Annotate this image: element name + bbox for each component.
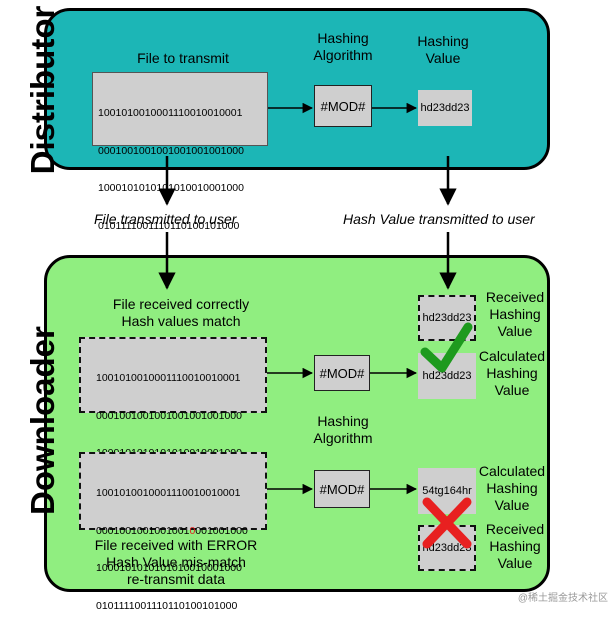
algorithm-box-error: #MOD# [314, 470, 370, 508]
bit-line: 1001010010001110010010001 [96, 487, 241, 499]
connector-overlay [158, 102, 473, 549]
file-box [92, 72, 268, 146]
cross-icon [422, 497, 472, 549]
received-hash-label-ok: Received Hashing Value [485, 289, 545, 339]
received-file-box [79, 337, 267, 413]
bits-before-error: 0001001001001001 [96, 524, 190, 537]
bit-line: 1000101010101010010001000 [98, 182, 244, 194]
received-hash-label-error: Received Hashing Value [485, 521, 545, 571]
calculated-hash-label-error: Calculated Hashing Value [478, 463, 546, 513]
calculated-hash-label-ok: Calculated Hashing Value [478, 348, 546, 398]
watermark: @稀土掘金技术社区 [517, 593, 608, 604]
algorithm-box-ok: #MOD# [314, 355, 370, 391]
bit-line: 0001001001001001001001000 [98, 144, 244, 157]
received-hash-box-ok: hd23dd23 [418, 295, 476, 341]
error-file-box [79, 452, 267, 530]
hashing-algorithm-header: Hashing Algorithm [313, 30, 373, 63]
bit-line: 1001010010001110010010001 [96, 372, 241, 384]
bits-after-error: 001001000 [195, 524, 248, 537]
file-to-transmit-label: File to transmit [137, 50, 229, 66]
hash-transmitted-label: Hash Value transmitted to user [343, 211, 535, 227]
check-icon [420, 322, 473, 373]
error-caption: File received with ERROR Hash Value mis-… [94, 537, 258, 587]
bit-line: 0001001001001001001001000 [96, 409, 242, 422]
hashing-algorithm-caption: Hashing Algorithm [313, 413, 373, 446]
hashing-value-header: Hashing Value [417, 33, 469, 66]
ok-caption: File received correctly Hash values matc… [112, 296, 250, 329]
bit-line: 1001010010001110010010001 [98, 107, 243, 119]
bit-line: 0101111001110110100101000 [98, 219, 240, 232]
algorithm-box: #MOD# [314, 85, 372, 127]
bit-line: 1000101010101010010001000 [96, 562, 242, 574]
file-bits: 1001010010001110010010001 00010010010010… [98, 82, 244, 245]
hash-value-box: hd23dd23 [418, 90, 472, 126]
bit-line-with-error: 00010010010010010001001000 [96, 525, 248, 538]
error-bit: 0 [189, 524, 196, 537]
file-transmitted-label: File transmitted to user [94, 211, 237, 227]
